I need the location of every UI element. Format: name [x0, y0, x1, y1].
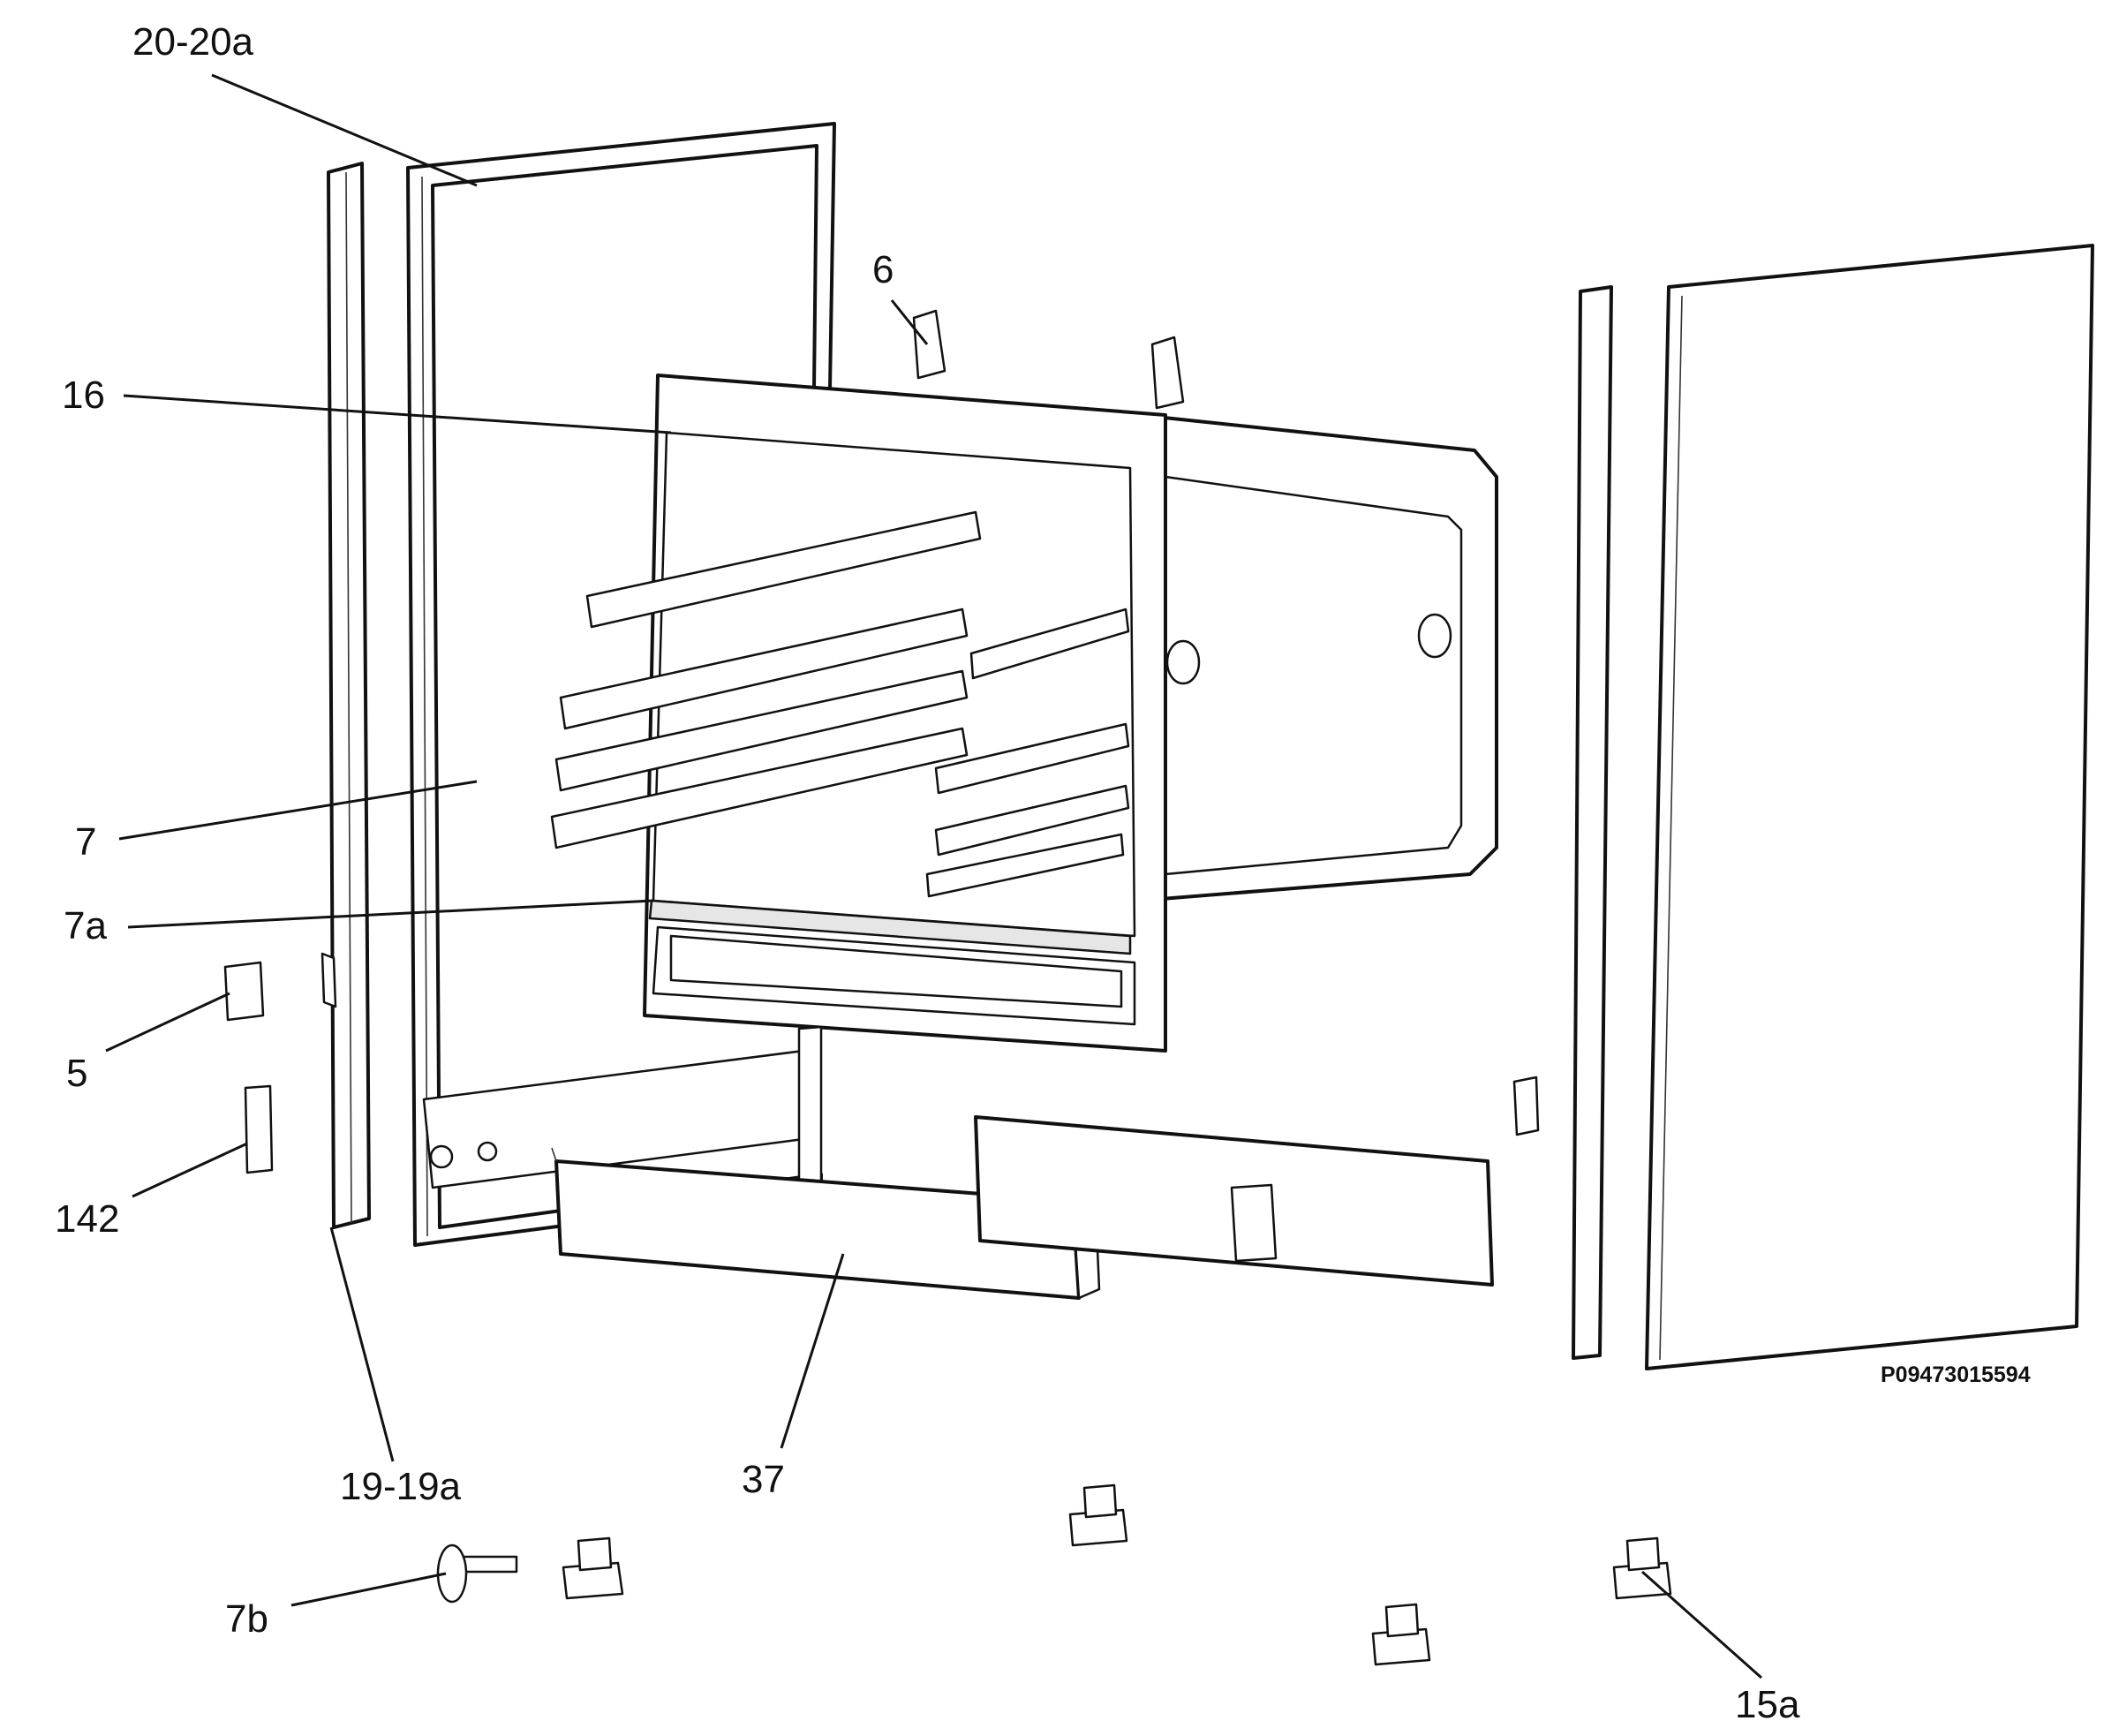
- part-6-hinge-clips: [912, 309, 1185, 410]
- drawing-code: P09473015594: [1881, 1362, 2031, 1387]
- leader-lines: [105, 73, 1762, 1679]
- label-15a: 15a: [1735, 1683, 1800, 1726]
- part-15a-feet: [562, 1483, 1672, 1666]
- label-7: 7: [75, 820, 96, 864]
- right-side-rail: [1512, 285, 1613, 1360]
- label-5: 5: [66, 1052, 87, 1095]
- part-5-bracket: [223, 961, 265, 1022]
- label-7a: 7a: [64, 904, 107, 947]
- callout-labels: 20-20a 16 6 7 7a 5 142 19-19a 37 7b 15a …: [55, 20, 2031, 1726]
- oven-cavity: [643, 374, 1498, 1053]
- label-37: 37: [742, 1458, 785, 1501]
- part-19-19a-side-rail: [320, 162, 371, 1229]
- label-6: 6: [872, 248, 894, 291]
- part-16-shelf-runners: [550, 510, 1130, 898]
- label-16: 16: [62, 374, 105, 417]
- label-19-19a: 19-19a: [340, 1465, 462, 1508]
- label-142: 142: [55, 1197, 119, 1241]
- right-side-panel: [1645, 244, 2094, 1370]
- part-142-bracket: [244, 1084, 274, 1174]
- label-7b: 7b: [225, 1597, 268, 1641]
- label-20-20a: 20-20a: [132, 20, 254, 64]
- centre-upright: [797, 1025, 823, 1196]
- part-7b-knob: [436, 1544, 518, 1604]
- rear-plinth-panel: [974, 1115, 1494, 1287]
